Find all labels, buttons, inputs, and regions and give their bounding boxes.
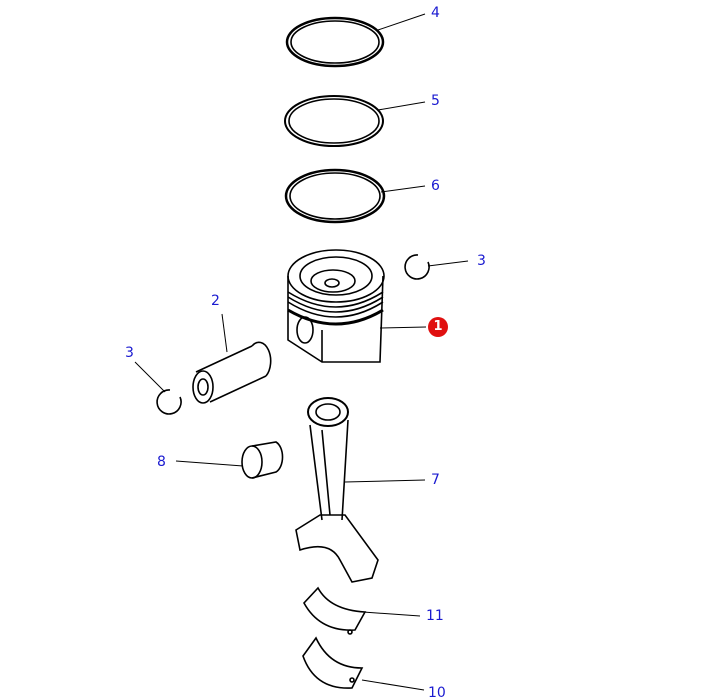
bearing-shell-10[interactable] [302,636,364,689]
callout-5[interactable]: 5 [431,93,440,109]
callout-6[interactable]: 6 [431,178,440,194]
circlip-3-left[interactable] [156,389,182,415]
callout-7[interactable]: 7 [431,472,440,488]
callout-8[interactable]: 8 [157,454,166,470]
piston-ring-5[interactable] [284,95,384,147]
callout-4[interactable]: 4 [431,5,440,21]
circlip-3-right[interactable] [404,254,430,280]
piston-pin-2[interactable] [192,341,272,404]
bearing-shell-11[interactable] [303,586,367,635]
callout-11[interactable]: 11 [426,608,444,624]
callout-2[interactable]: 2 [211,293,220,309]
callout-1-highlighted[interactable]: 1 [428,317,448,337]
callout-10[interactable]: 10 [428,685,446,700]
piston-1[interactable] [287,249,385,363]
bushing-8[interactable] [241,441,284,479]
piston-ring-4[interactable] [285,16,385,68]
leader-lines [134,13,469,691]
callout-3-right[interactable]: 3 [477,253,486,269]
connecting-rod-7[interactable] [295,397,379,583]
callout-3-left[interactable]: 3 [125,345,134,361]
piston-ring-6[interactable] [284,168,386,224]
